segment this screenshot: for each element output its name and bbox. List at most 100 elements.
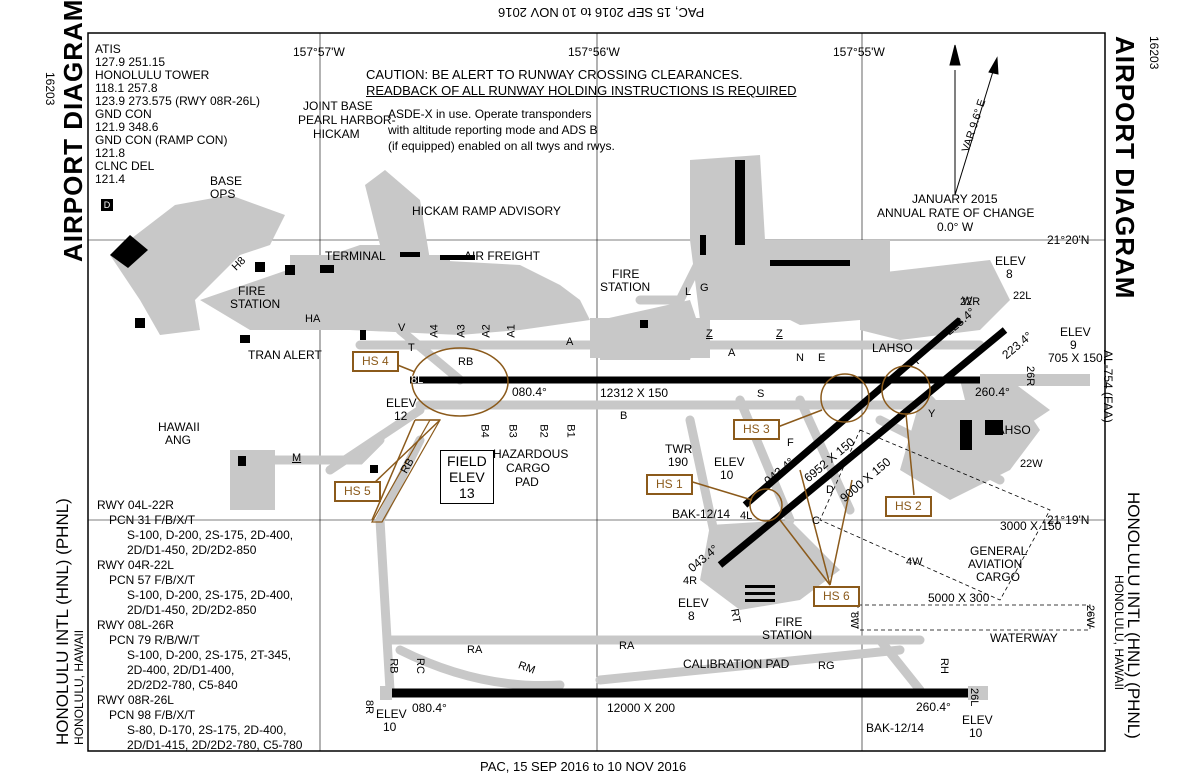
runway-data-line: 2D/2D2-780, C5-840: [127, 678, 238, 692]
runway-extensions: [380, 374, 1090, 700]
twy-g: G: [700, 282, 709, 294]
rwy-8l-26r-dims: 12312 X 150: [600, 386, 669, 400]
twy-ha: HA: [305, 313, 321, 325]
field-elev-3: 13: [459, 485, 475, 501]
twy-rt: RT: [728, 607, 743, 625]
base-ops-label: BASE: [210, 174, 243, 188]
elev-8top-b: 8: [1006, 267, 1013, 281]
twy-rc: RC: [413, 658, 426, 674]
rate-line-1: JANUARY 2015: [912, 192, 998, 206]
waterway-label: WATERWAY: [990, 631, 1058, 645]
elev-10c-b: 10: [969, 726, 983, 740]
frequency-line: 127.9 251.15: [95, 55, 166, 69]
latitude-2: 21°19'N: [1047, 513, 1090, 527]
footer: PAC, 15 SEP 2016 to 10 NOV 2016: [480, 759, 687, 774]
frequency-line: 121.9 348.6: [95, 120, 159, 134]
joint-base-1: JOINT BASE: [303, 99, 373, 113]
end-8l: 8L: [411, 374, 424, 386]
end-26l: 26L: [968, 688, 980, 707]
hazardous-3: PAD: [515, 475, 539, 489]
hot-spot-5[interactable]: HS 5: [334, 481, 381, 502]
elev-9-a: ELEV: [1060, 325, 1091, 339]
terminal-label: TERMINAL: [325, 249, 386, 263]
fire-station-south-1: FIRE: [775, 615, 803, 629]
longitude-2: 157°56'W: [568, 45, 620, 59]
asde-line-1: ASDE-X in use. Operate transponders: [388, 107, 592, 121]
twy-rb: RB: [458, 356, 474, 368]
twy-n: N: [796, 352, 804, 364]
frequency-line: ATIS: [95, 42, 121, 56]
runway-data-name: RWY 08R-26L: [97, 693, 174, 707]
ga-3: CARGO: [976, 570, 1021, 584]
runway-data-line: S-100, D-200, 2S-175, 2T-345,: [127, 648, 292, 662]
frequency-line: GND CON: [95, 107, 152, 121]
twy-w: W: [962, 295, 973, 307]
twy-c: C: [812, 515, 820, 527]
end-22r: 22R: [960, 296, 981, 308]
bak-12-14-a: BAK-12/14: [672, 507, 731, 521]
airport-city-left: HONOLULU, HAWAII: [72, 629, 86, 745]
twy-k: K: [912, 355, 920, 367]
hot-spot-outlines: [370, 347, 931, 586]
twy-z-2: Z: [776, 328, 783, 340]
fire-station-center-2: STATION: [600, 280, 651, 294]
hot-spot-1[interactable]: HS 1: [646, 474, 693, 495]
frequency-line: 118.1 257.8: [95, 81, 158, 95]
longitude-1: 157°57'W: [293, 45, 345, 59]
rwy-8r-hdg: 080.4°: [412, 701, 447, 715]
joint-base-2: PEARL HARBOR-: [298, 113, 396, 127]
elev-10b-a: ELEV: [376, 707, 407, 721]
end-26w: 26W: [1084, 605, 1096, 628]
twy-a-b: A: [728, 347, 736, 359]
hawaii-ang-2: ANG: [165, 433, 192, 447]
asde-line-3: (if equipped) enabled on all twys and rw…: [388, 139, 615, 153]
rate-line-2: ANNUAL RATE OF CHANGE: [877, 206, 1035, 220]
fire-station-west-1: FIRE: [238, 284, 266, 298]
rwy-8r-26l-dims: 12000 X 200: [607, 701, 676, 715]
hot-spot-4[interactable]: HS 4: [352, 351, 399, 372]
twy-s: S: [757, 388, 765, 400]
hickam-ramp-label: HICKAM RAMP ADVISORY: [412, 204, 561, 218]
twy-a2: A2: [480, 324, 493, 338]
hot-spot-3[interactable]: HS 3: [733, 419, 780, 440]
runway-data-line: 2D/D1-450, 2D/2D2-850: [127, 603, 257, 617]
twy-v: V: [398, 322, 406, 334]
twy-a1: A1: [505, 324, 518, 338]
runway-data-line: S-100, D-200, 2S-175, 2D-400,: [127, 588, 294, 602]
twy-a3: A3: [455, 324, 468, 338]
lahso-1: LAHSO: [872, 341, 913, 355]
runway-data-name: RWY 08L-26R: [97, 618, 174, 632]
rate-line-3: 0.0° W: [937, 220, 974, 234]
end-26r: 26R: [1024, 366, 1036, 387]
airport-name-right: HONOLULU INTL (HNL) (PHNL): [1124, 492, 1143, 739]
runway-data-line: S-80, D-170, 2S-175, 2D-400,: [127, 723, 287, 737]
elev-10a-a: ELEV: [714, 455, 745, 469]
header-inverted: PAC, 15 SEP 2016 to 10 NOV 2016: [498, 5, 705, 20]
ga-1: GENERAL: [970, 544, 1028, 558]
frequency-line: 123.9 273.575 (RWY 08R-26L): [95, 94, 260, 108]
end-4l: 4L: [740, 510, 753, 522]
twy-m: M: [292, 452, 302, 464]
elev-8b-b: 8: [688, 609, 695, 623]
rwy-26r-hdg: 260.4°: [975, 385, 1010, 399]
twy-l: L: [685, 286, 692, 298]
caution-line-2: READBACK OF ALL RUNWAY HOLDING INSTRUCTI…: [366, 83, 797, 98]
hot-spot-2[interactable]: HS 2: [885, 496, 932, 517]
twy-ra: RA: [467, 644, 483, 656]
elev-8b-a: ELEV: [678, 596, 709, 610]
end-22w: 22W: [1020, 458, 1043, 470]
runway-data-pcn: PCN 57 F/B/X/T: [109, 573, 196, 587]
doc-number-left: 16203: [43, 72, 57, 106]
hazardous-1: HAZARDOUS: [493, 447, 569, 461]
runway-data-name: RWY 04L-22R: [97, 498, 174, 512]
hot-spot-6[interactable]: HS 6: [813, 586, 860, 607]
end-22l: 22L: [1013, 290, 1032, 302]
twy-d: D: [826, 484, 834, 496]
hazardous-2: CARGO: [506, 461, 551, 475]
elev-12-b: 12: [394, 409, 408, 423]
twr-label: TWR: [665, 442, 693, 456]
field-elev-2: ELEV: [448, 469, 485, 485]
end-8r: 8R: [363, 700, 375, 715]
